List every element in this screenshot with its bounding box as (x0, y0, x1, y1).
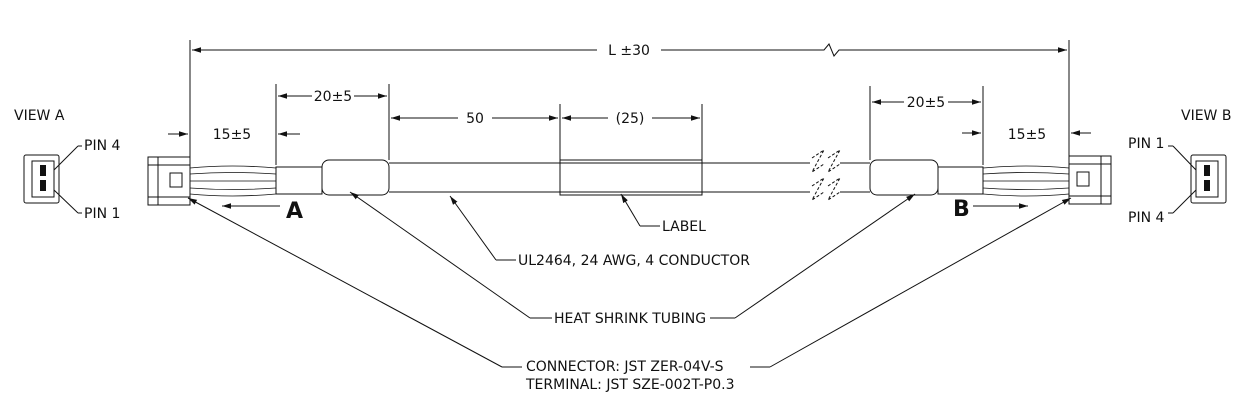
right-outer-label: 15±5 (1008, 127, 1046, 143)
right-connector (1068, 155, 1112, 205)
cable-callout: UL2464, 24 AWG, 4 CONDUCTOR (449, 195, 750, 269)
left-connector (147, 156, 191, 206)
heat-shrink-callout: HEAT SHRINK TUBING (349, 191, 916, 327)
view-a-letter: A (286, 199, 303, 224)
view-b: VIEW B PIN 1 PIN 4 (1128, 108, 1231, 226)
connector-callout-text: CONNECTOR: JST ZER-04V-S (526, 359, 724, 375)
label-callout: LABEL (620, 193, 706, 235)
connector-callout: CONNECTOR: JST ZER-04V-S TERMINAL: JST S… (187, 197, 1072, 393)
label-offset-dimension: 50 (391, 104, 560, 160)
heat-shrink-callout-text: HEAT SHRINK TUBING (554, 311, 706, 327)
label-width-label: (25) (616, 111, 645, 127)
view-b-letter: B (953, 197, 970, 222)
terminal-callout-text: TERMINAL: JST SZE-002T-P0.3 (525, 377, 735, 393)
right-inner-dimension: 20±5 (870, 86, 983, 165)
right-inner-label: 20±5 (907, 95, 945, 111)
view-b-pin-top: PIN 1 (1128, 136, 1164, 152)
view-b-title: VIEW B (1181, 108, 1231, 124)
label-callout-text: LABEL (662, 219, 706, 235)
label-offset-label: 50 (466, 111, 484, 127)
left-inner-label: 20±5 (314, 89, 352, 105)
view-a-pin-bottom: PIN 1 (84, 206, 120, 222)
left-inner-dimension: 20±5 (278, 84, 389, 160)
overall-length-dimension: L ±30 (190, 40, 1069, 160)
cable-body (189, 149, 1070, 201)
cable-callout-text: UL2464, 24 AWG, 4 CONDUCTOR (518, 253, 750, 269)
view-a: VIEW A PIN 4 PIN 1 (14, 108, 120, 222)
view-a-marker: A (222, 199, 303, 224)
view-b-marker: B (953, 197, 1028, 222)
left-outer-label: 15±5 (213, 127, 251, 143)
label-width-dimension: (25) (562, 104, 702, 160)
view-a-pin-top: PIN 4 (84, 138, 120, 154)
view-b-pin-bottom: PIN 4 (1128, 210, 1164, 226)
view-a-title: VIEW A (14, 108, 65, 124)
overall-length-label: L ±30 (608, 43, 650, 59)
right-outer-dimension: 15±5 (962, 127, 1091, 143)
